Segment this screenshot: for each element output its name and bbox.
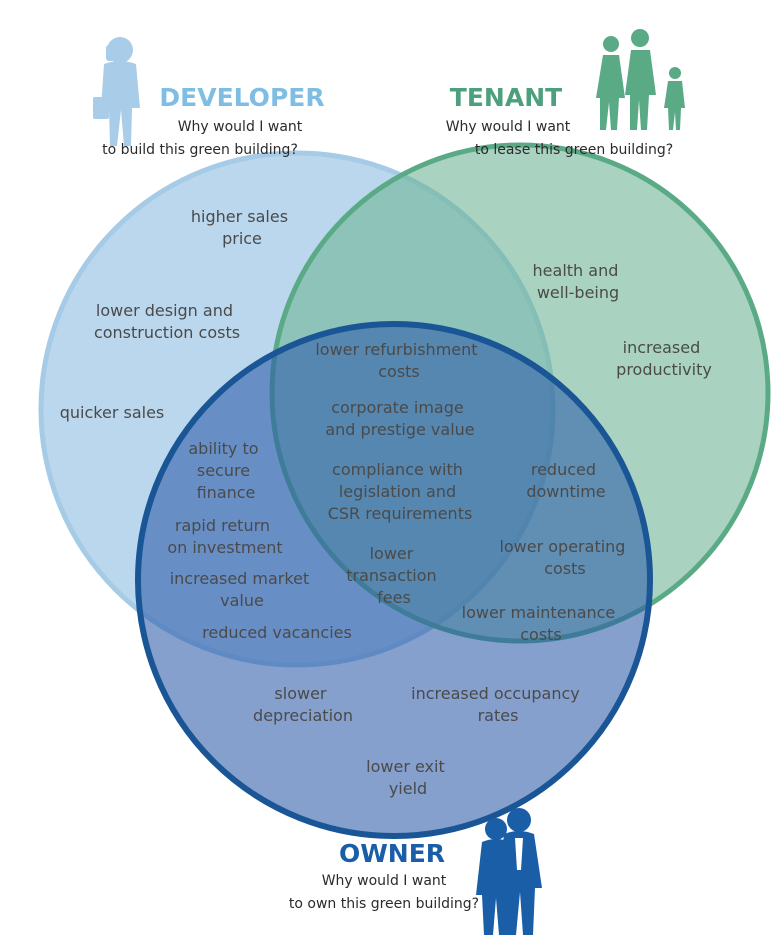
owner-title: OWNER — [339, 839, 445, 868]
owner-question-line-2: to own this green building? — [289, 896, 479, 912]
item-corporate-image-prestige: corporate image and prestige value — [325, 398, 474, 439]
item-reduced-downtime: reduced downtime — [526, 460, 605, 501]
owner-question-line-1: Why would I want — [322, 873, 447, 889]
item-higher-sales-price: higher sales price — [191, 207, 293, 248]
owner-circle — [135, 321, 653, 839]
item-increased-occupancy-rates: increased occupancy rates — [411, 684, 585, 725]
item-lower-transaction-fees: lower transaction fees — [346, 544, 441, 607]
tenant-title: TENANT — [450, 83, 562, 112]
item-increased-productivity: increased productivity — [616, 338, 712, 379]
item-lower-design-construction-costs: lower design and construction costs — [94, 301, 240, 342]
tenant-question-line-1: Why would I want — [446, 119, 571, 135]
developer-question-line-1: Why would I want — [178, 119, 303, 135]
item-reduced-vacancies: reduced vacancies — [202, 623, 352, 642]
family-icon — [596, 29, 685, 130]
developer-title: DEVELOPER — [159, 83, 324, 112]
developer-question-line-2: to build this green building? — [102, 142, 298, 158]
item-lower-maintenance-costs: lower maintenance costs — [462, 603, 621, 644]
item-health-and-well-being: health and well-being — [533, 261, 624, 302]
business-couple-icon — [476, 808, 542, 935]
item-lower-exit-yield: lower exit yield — [366, 757, 450, 798]
item-ability-to-secure-finance: ability to secure finance — [188, 439, 263, 502]
item-lower-operating-costs: lower operating costs — [499, 537, 630, 578]
item-quicker-sales: quicker sales — [60, 403, 165, 422]
businessman-icon — [93, 37, 140, 146]
item-increased-market-value: increased market value — [170, 569, 315, 610]
item-slower-depreciation: slower depreciation — [253, 684, 353, 725]
item-lower-refurbishment-costs: lower refurbishment costs — [315, 340, 482, 381]
item-rapid-return-on-investment: rapid return on investment — [167, 516, 282, 557]
item-compliance-legislation-csr: compliance with legislation and CSR requ… — [328, 460, 473, 523]
tenant-question-line-2: to lease this green building? — [475, 142, 673, 158]
